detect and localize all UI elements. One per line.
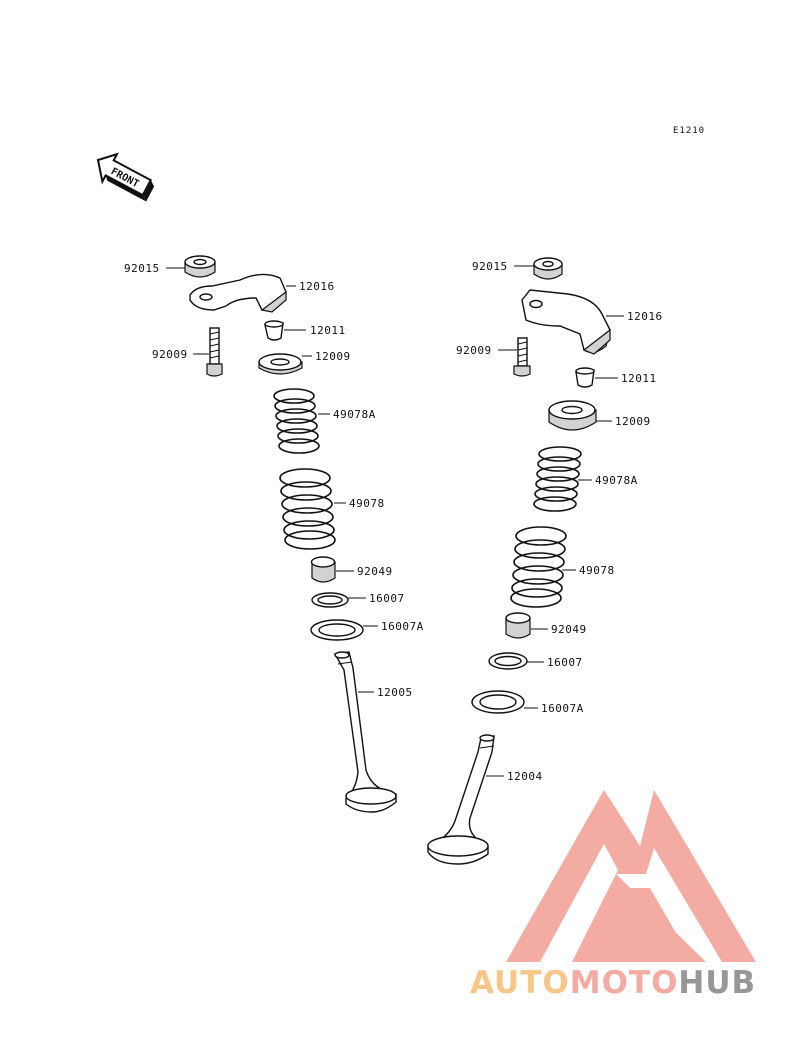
right-label-12004: 12004 (507, 770, 543, 783)
right-label-12016: 12016 (627, 310, 663, 323)
reference-code: E1210 (673, 126, 705, 136)
right-rocker-arm-12016 (521, 289, 611, 355)
left-washer-16007 (311, 592, 349, 608)
right-label-12009: 12009 (615, 415, 651, 428)
right-label-92015: 92015 (472, 260, 508, 273)
left-label-49078A: 49078A (333, 408, 376, 421)
right-valve-assembly: 92015 12016 92009 12011 (427, 257, 663, 865)
left-seat-16007A (310, 619, 364, 641)
right-screw-92009 (513, 337, 531, 377)
left-label-12009: 12009 (315, 350, 351, 363)
front-arrow-icon: FRONT (96, 152, 155, 202)
right-seal-92049 (505, 612, 531, 639)
automotohub-watermark-logo: AUTOMOTOHUB (470, 790, 756, 1001)
right-valve-12004 (427, 734, 495, 865)
left-valve-assembly: 92015 12016 12011 92009 (124, 255, 424, 813)
left-label-16007A: 16007A (381, 620, 424, 633)
left-label-12011: 12011 (310, 324, 346, 337)
right-label-16007: 16007 (547, 656, 583, 669)
right-label-49078A: 49078A (595, 474, 638, 487)
left-outer-spring-49078 (279, 468, 336, 550)
right-seat-16007A (471, 690, 525, 714)
right-label-49078: 49078 (579, 564, 615, 577)
watermark-triangle-icon (506, 790, 756, 962)
right-nut-92015 (533, 257, 563, 280)
right-cotter-12011 (575, 367, 595, 388)
right-label-92009: 92009 (456, 344, 492, 357)
right-washer-16007 (488, 652, 528, 670)
left-nut-92015 (184, 255, 216, 278)
right-label-12011: 12011 (621, 372, 657, 385)
svg-text:AUTOMOTOHUB: AUTOMOTOHUB (470, 965, 756, 1001)
left-label-92015: 92015 (124, 262, 160, 275)
left-valve-12005 (333, 651, 397, 813)
left-seal-92049 (310, 556, 336, 583)
left-cotter-12011 (264, 320, 284, 341)
right-outer-spring-49078 (510, 526, 567, 608)
right-label-16007A: 16007A (541, 702, 584, 715)
left-label-16007: 16007 (369, 592, 405, 605)
right-inner-spring-49078A (533, 446, 582, 512)
right-label-92049: 92049 (551, 623, 587, 636)
watermark-text-hub: HUB (678, 965, 756, 1001)
left-label-92009: 92009 (152, 348, 188, 361)
left-label-12016: 12016 (299, 280, 335, 293)
right-retainer-12009 (548, 400, 597, 431)
watermark-text-moto: MOTO (570, 965, 679, 1001)
left-label-12005: 12005 (377, 686, 413, 699)
left-inner-spring-49078A (273, 388, 320, 454)
left-label-49078: 49078 (349, 497, 385, 510)
left-rocker-arm-12016 (189, 273, 287, 313)
watermark-text-auto: AUTO (470, 965, 570, 1001)
left-retainer-12009 (258, 353, 303, 375)
left-screw-92009 (206, 327, 223, 377)
left-label-92049: 92049 (357, 565, 393, 578)
